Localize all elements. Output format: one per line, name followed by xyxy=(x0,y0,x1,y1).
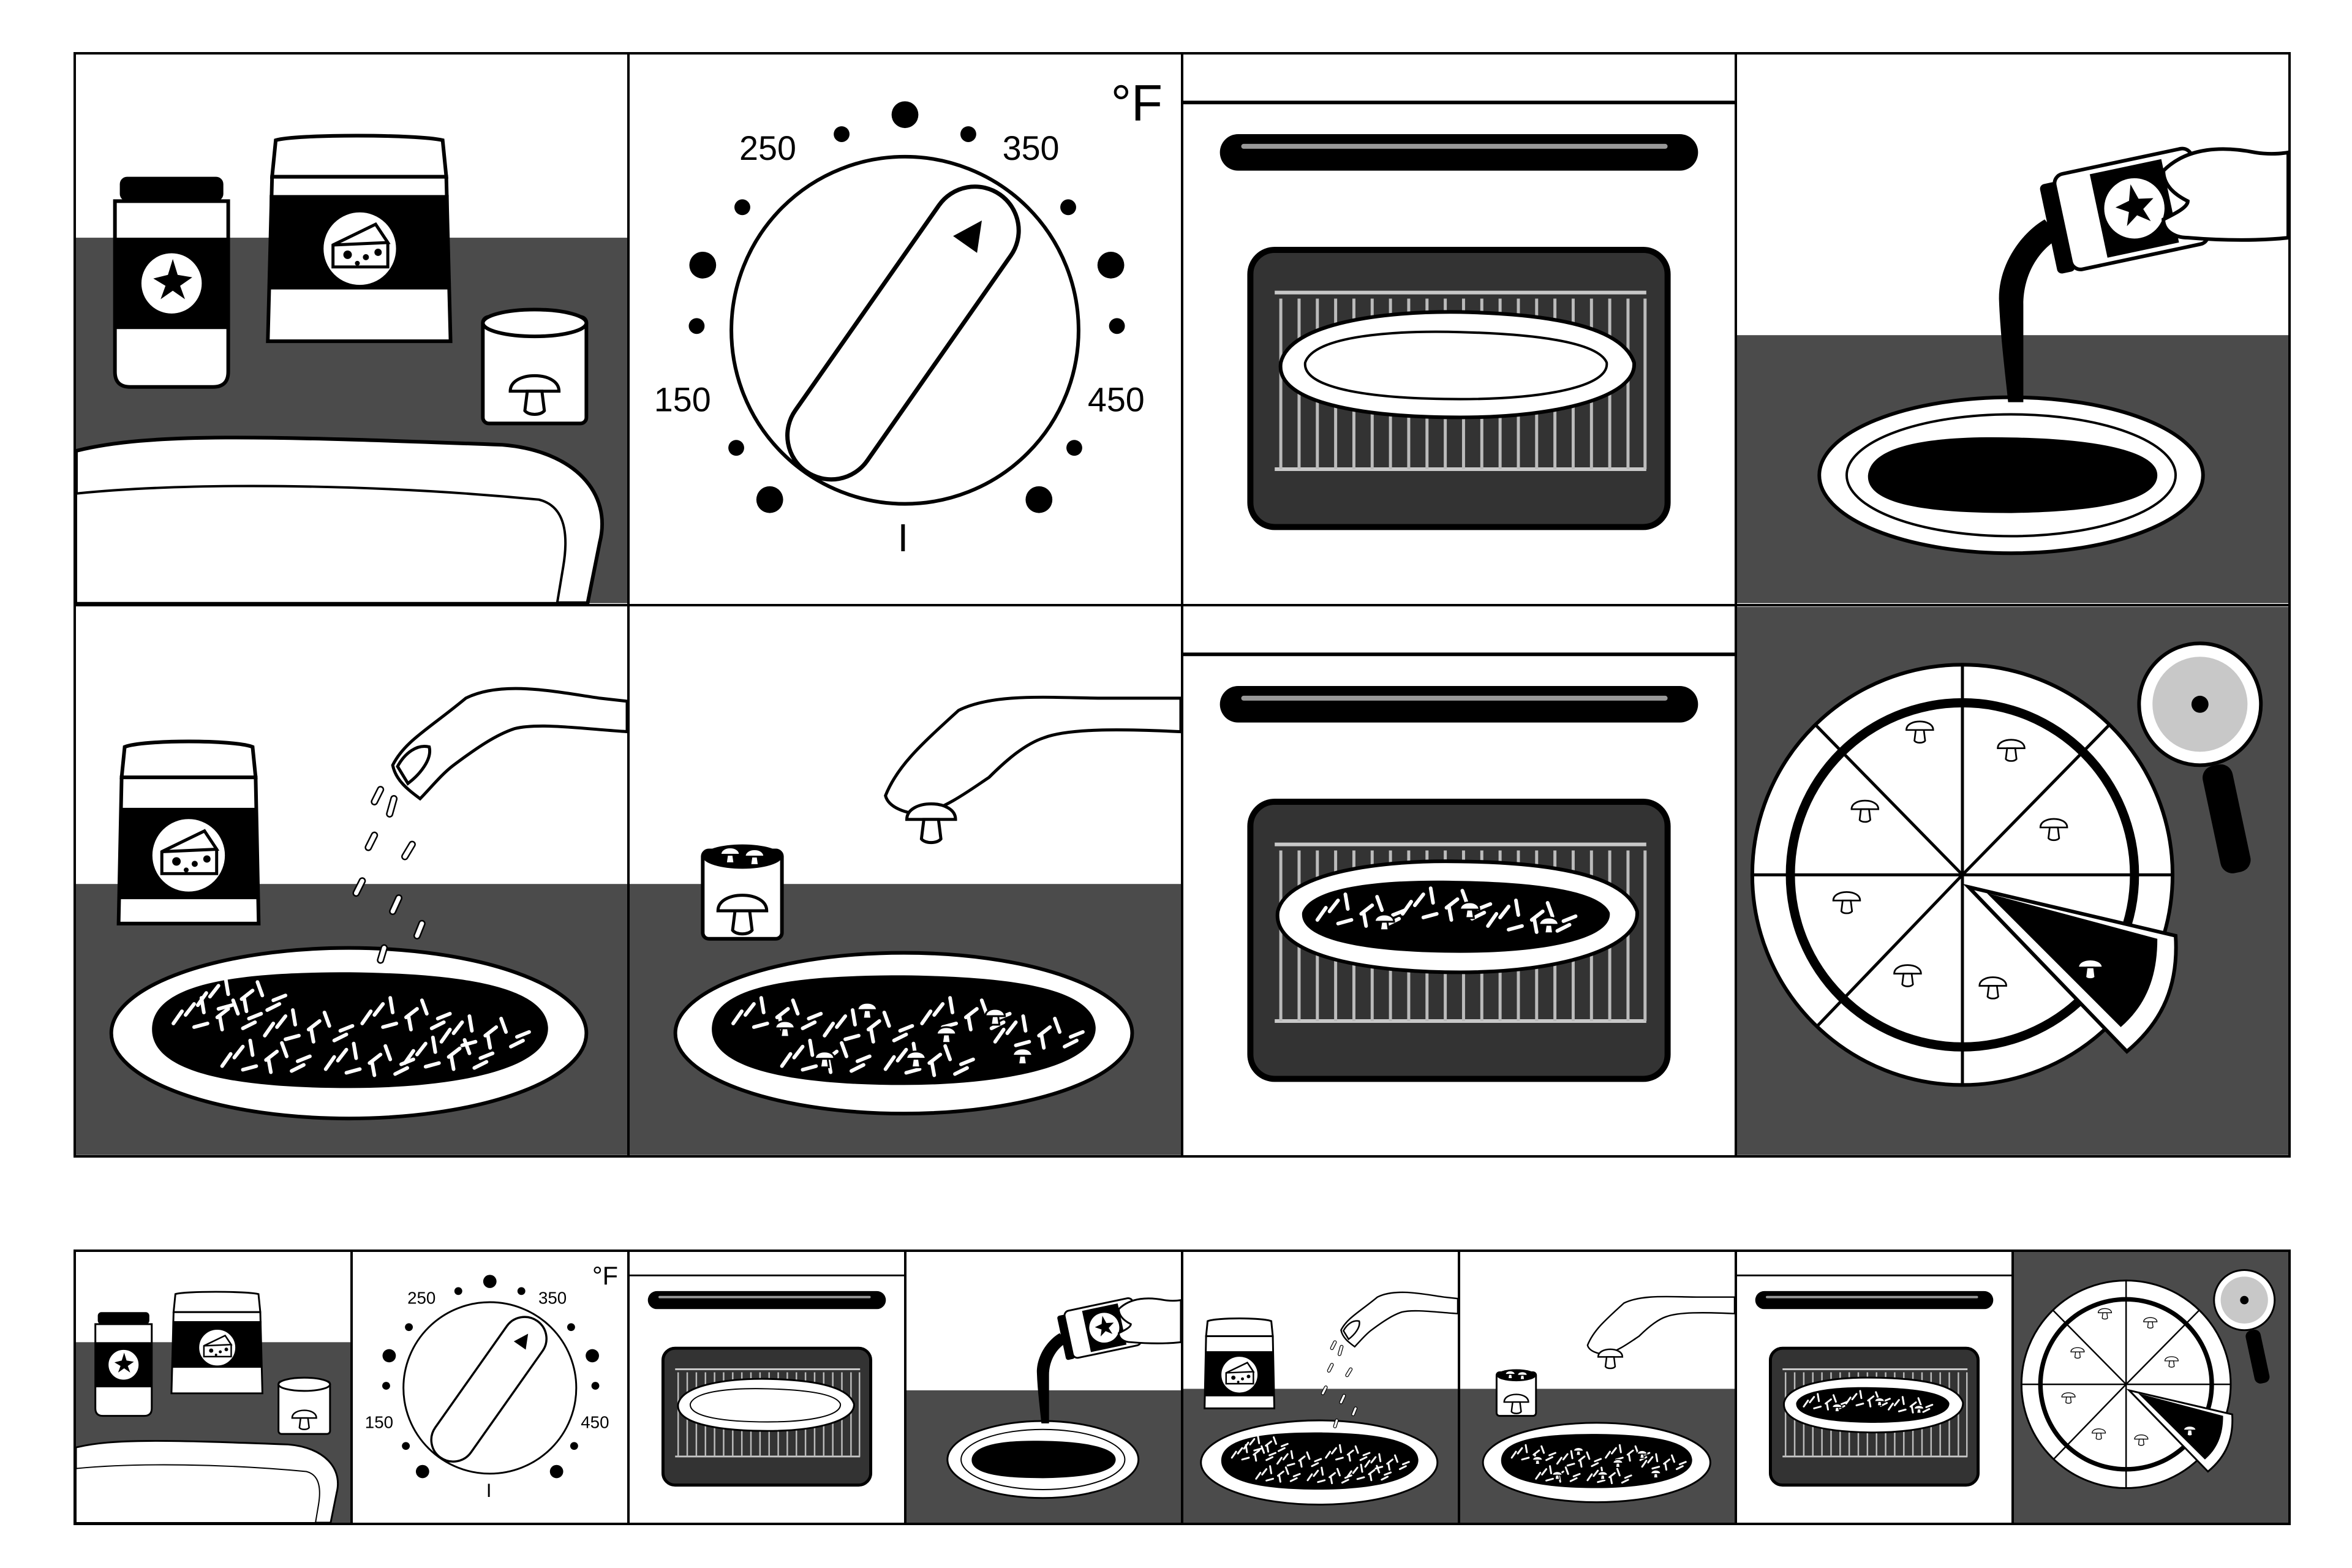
large-step-grid: °F 250 350 150 450 I xyxy=(74,52,2291,1158)
oven-crust-illustration xyxy=(1183,55,1735,604)
thumb-dial-label-450: 450 xyxy=(581,1412,609,1431)
pour-sauce-illustration xyxy=(1737,55,2288,604)
step-2-preheat-dial: °F 250 350 150 450 I xyxy=(630,55,1181,604)
thumb-oven-crust xyxy=(630,1252,904,1523)
thumb-step-5 xyxy=(1183,1252,1458,1523)
dial-label-450: 450 xyxy=(1088,381,1145,419)
thumb-slice xyxy=(2014,1252,2288,1523)
step-4-pour-sauce xyxy=(1737,55,2288,604)
add-mushrooms-illustration xyxy=(630,606,1181,1156)
thumb-cheese xyxy=(1183,1252,1458,1523)
thumb-step-6 xyxy=(1460,1252,1735,1523)
thumb-step-3 xyxy=(630,1252,904,1523)
thumb-step-2: °F 250 350 150 450 I xyxy=(353,1252,627,1523)
step-6-add-mushrooms xyxy=(630,606,1181,1156)
thumb-step-4 xyxy=(907,1252,1181,1523)
thumb-sauce xyxy=(907,1252,1181,1523)
slice-pizza-illustration xyxy=(1737,606,2288,1156)
thumb-dial: °F 250 350 150 450 I xyxy=(353,1252,627,1523)
step-5-add-cheese xyxy=(76,606,627,1156)
dial-label-off: I xyxy=(898,516,909,560)
thumb-dial-label-350: 350 xyxy=(538,1289,567,1308)
dial-label-150: 150 xyxy=(654,381,711,419)
oven-pizza-illustration xyxy=(1183,606,1735,1156)
thumb-step-7 xyxy=(1737,1252,2011,1523)
oven-dial-illustration: °F 250 350 150 450 I xyxy=(630,55,1181,604)
add-cheese-illustration xyxy=(76,606,627,1156)
thumb-step-8 xyxy=(2014,1252,2288,1523)
step-7-bake-pizza xyxy=(1183,606,1735,1156)
dial-unit-label: °F xyxy=(1111,74,1163,132)
thumb-dial-label-250: 250 xyxy=(407,1289,435,1308)
ingredients-illustration xyxy=(76,55,627,604)
thumb-oven-pizza xyxy=(1737,1252,2011,1523)
thumb-mushrooms xyxy=(1460,1252,1735,1523)
thumb-dial-label-off: I xyxy=(486,1479,492,1501)
step-1-ingredients xyxy=(76,55,627,604)
thumbnail-strip: °F 250 350 150 450 I xyxy=(74,1250,2291,1525)
step-8-slice-pizza xyxy=(1737,606,2288,1156)
thumb-step-1 xyxy=(76,1252,350,1523)
thumb-ingredients xyxy=(76,1252,350,1523)
dial-label-250: 250 xyxy=(739,129,796,167)
thumb-dial-unit-label: °F xyxy=(592,1262,618,1290)
dial-label-350: 350 xyxy=(1003,129,1060,167)
thumb-dial-label-150: 150 xyxy=(365,1412,393,1431)
step-3-bake-crust xyxy=(1183,55,1735,604)
